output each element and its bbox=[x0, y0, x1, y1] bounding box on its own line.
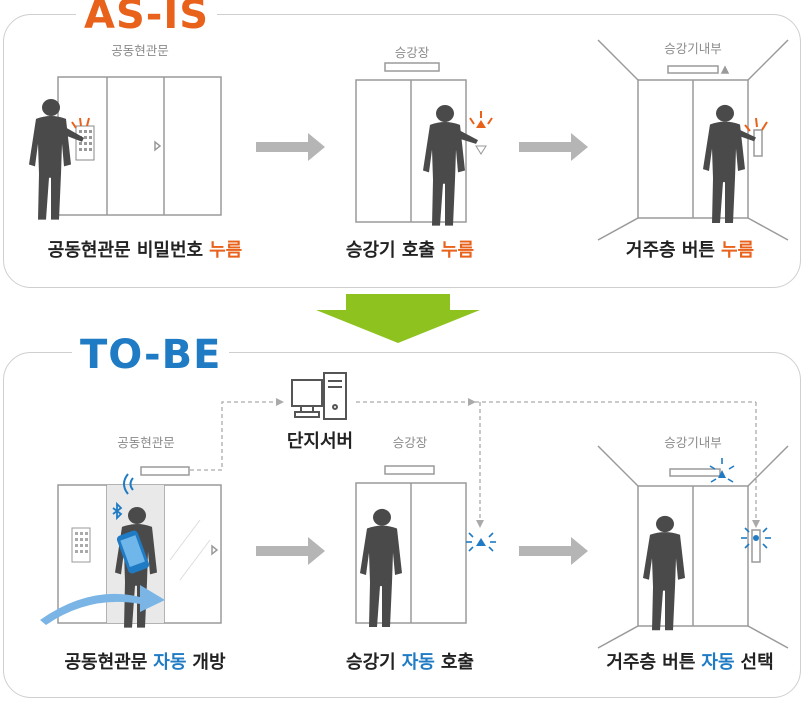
smartphone-icon bbox=[116, 530, 150, 574]
tobe-label-interior: 승강기내부 bbox=[664, 435, 722, 450]
tobe-caption-3-post: 선택 bbox=[740, 652, 774, 673]
asis-heading: AS-IS bbox=[76, 0, 218, 38]
asis-caption-1-highlight: 누름 bbox=[209, 240, 243, 261]
tobe-step-arrow-2 bbox=[519, 537, 588, 565]
tobe-caption-1-post: 개방 bbox=[192, 652, 226, 673]
tobe-floor-button-icon bbox=[741, 527, 771, 549]
asis-caption-2-text: 승강기 호출 bbox=[345, 240, 435, 261]
transition-arrow bbox=[316, 294, 480, 343]
asis-call-button-icon bbox=[469, 111, 493, 155]
tobe-caption-3-highlight: 자동 bbox=[701, 652, 735, 673]
asis-label-landing: 승강장 bbox=[394, 45, 430, 60]
asis-keypad-icon bbox=[71, 117, 95, 161]
tobe-person-2 bbox=[360, 508, 402, 628]
asis-caption-1-text: 공동현관문 비밀번호 bbox=[47, 240, 204, 261]
asis-caption-3-text: 거주층 버튼 bbox=[625, 240, 715, 261]
wireless-signal-icon bbox=[123, 473, 134, 495]
tobe-caption-1-pre: 공동현관문 bbox=[64, 652, 148, 673]
floor-indicator-icon bbox=[709, 458, 735, 483]
tobe-call-button-icon bbox=[466, 532, 496, 552]
asis-step-arrow-2 bbox=[519, 133, 588, 161]
asis-landing-elevator bbox=[355, 62, 467, 223]
tobe-person-3 bbox=[643, 515, 685, 631]
asis-person-1 bbox=[29, 98, 84, 220]
asis-step-arrow-1 bbox=[256, 133, 325, 161]
asis-person-3 bbox=[703, 104, 756, 224]
tobe-caption-3-pre: 거주층 버튼 bbox=[606, 652, 696, 673]
tobe-caption-2-post: 호출 bbox=[440, 652, 474, 673]
asis-label-interior: 승강기내부 bbox=[664, 41, 722, 56]
tobe-heading: TO-BE bbox=[72, 332, 230, 378]
tobe-caption-1-highlight: 자동 bbox=[153, 652, 187, 673]
asis-caption-3-highlight: 누름 bbox=[720, 240, 755, 261]
server-icon bbox=[291, 372, 347, 420]
asis-panel bbox=[3, 14, 801, 288]
asis-caption-2-highlight: 누름 bbox=[440, 240, 475, 261]
tobe-caption-2-pre: 승강기 bbox=[346, 652, 396, 673]
motion-arrow bbox=[40, 585, 165, 625]
tobe-elevator-interior bbox=[597, 445, 789, 649]
asis-person-2 bbox=[423, 104, 478, 226]
asis-floor-button-icon bbox=[744, 117, 768, 132]
tobe-label-landing: 승강장 bbox=[392, 435, 428, 450]
tobe-keypad-icon bbox=[71, 527, 91, 563]
tobe-label-entrance: 공동현관문 bbox=[117, 435, 175, 450]
tobe-step-arrow-1 bbox=[256, 537, 325, 565]
server-label: 단지서버 bbox=[286, 431, 354, 452]
bluetooth-icon bbox=[112, 501, 123, 521]
asis-label-entrance: 공동현관문 bbox=[111, 43, 169, 58]
tobe-caption-2-highlight: 자동 bbox=[401, 652, 435, 673]
tobe-landing-elevator bbox=[355, 465, 467, 624]
network-lines bbox=[190, 401, 757, 528]
asis-elevator-interior bbox=[597, 39, 789, 241]
